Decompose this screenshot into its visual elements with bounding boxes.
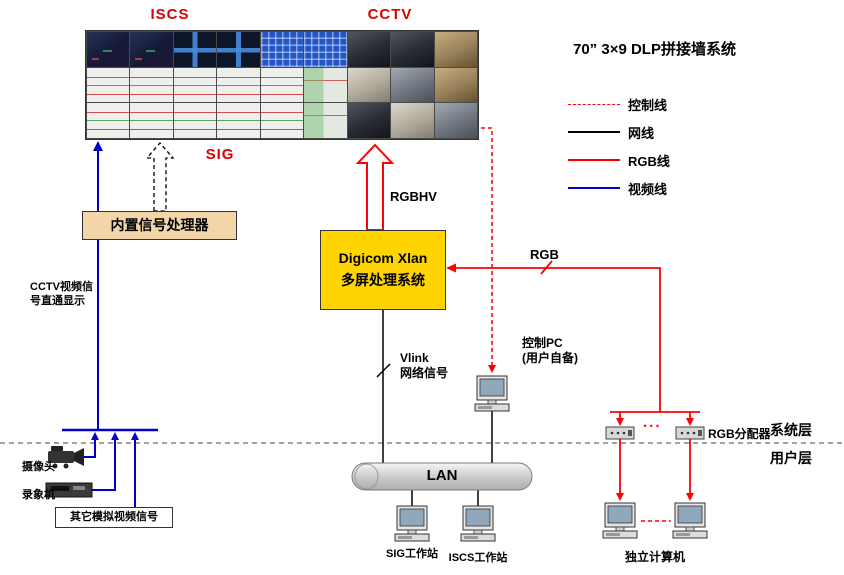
wall-screen <box>391 103 434 138</box>
wall-screen <box>304 67 347 103</box>
legend-label: 控制线 <box>628 97 668 113</box>
rgb-splitter-label: RGB分配器 <box>708 427 771 441</box>
wall-screen <box>217 67 260 103</box>
wall-screen <box>173 32 217 67</box>
legend: 控制线 网线 RGB线 视频线 <box>568 90 670 202</box>
control-pc-label-line2: (用户自备) <box>522 351 578 365</box>
page-title: 70” 3×9 DLP拼接墙系统 <box>573 41 736 58</box>
wall-screen <box>347 103 391 138</box>
wall-screen <box>434 103 477 138</box>
wall-screen <box>130 103 173 138</box>
rgbhv-feed-arrow <box>355 143 395 231</box>
wall-screen <box>260 32 304 67</box>
legend-item-video: 视频线 <box>568 174 670 202</box>
lan-label: LAN <box>426 467 458 484</box>
wall-screen <box>217 32 260 67</box>
iscs-workstation-label: ISCS工作站 <box>448 552 508 564</box>
wall-screen <box>173 103 217 138</box>
digicom-box: Digicom Xlan 多屏处理系统 <box>320 230 446 310</box>
cctv-direct-label: CCTV视频信 号直通显示 <box>30 280 93 308</box>
vlink-label-line2: 网络信号 <box>400 366 449 380</box>
legend-label: 网线 <box>628 125 655 141</box>
wall-screen <box>87 103 130 138</box>
wall-screen <box>347 32 391 67</box>
rgb-splitter-icon <box>675 426 705 440</box>
standalone-computers-label: 独立计算机 <box>624 550 685 564</box>
sig-feed-arrow <box>145 142 175 212</box>
standalone-computer-icon <box>672 502 708 539</box>
legend-item-network: 网线 <box>568 118 670 146</box>
video-wall <box>85 30 479 140</box>
wall-screen <box>434 67 477 103</box>
splitter-ellipsis: ... <box>643 414 662 431</box>
network-line-sample <box>568 131 620 133</box>
wall-label-iscs: ISCS <box>150 6 190 23</box>
legend-item-control: 控制线 <box>568 90 670 118</box>
legend-label: RGB线 <box>628 153 670 169</box>
wall-screen <box>391 67 434 103</box>
digicom-subtitle: 多屏处理系统 <box>341 272 425 288</box>
camera-label: 摄像头 <box>22 461 55 473</box>
system-layer-label: 系统层 <box>770 422 812 438</box>
wall-screen <box>304 103 347 138</box>
sig-workstation-icon <box>394 505 430 542</box>
wall-screen <box>304 32 347 67</box>
rgb-line-sample <box>568 159 620 161</box>
iscs-workstation-icon <box>460 505 496 542</box>
wall-screen <box>173 67 217 103</box>
control-pc-label: 控制PC (用户自备) <box>522 336 578 366</box>
signal-processor-box: 内置信号处理器 <box>82 211 237 240</box>
wall-label-sig: SIG <box>205 146 235 163</box>
lan-bus <box>351 462 533 491</box>
wall-screen <box>87 32 130 67</box>
wall-screen <box>434 32 477 67</box>
sig-workstation-label: SIG工作站 <box>386 548 438 560</box>
wall-screen <box>260 103 304 138</box>
rgb-lines <box>446 260 700 501</box>
video-signal-lines <box>62 141 158 508</box>
vlink-label-line1: Vlink <box>400 351 429 365</box>
camera-icon <box>48 446 84 469</box>
wall-screen <box>260 67 304 103</box>
cctv-direct-line2: 号直通显示 <box>30 295 85 307</box>
vlink-label: Vlink 网络信号 <box>400 351 448 381</box>
cctv-direct-line1: CCTV视频信 <box>30 281 93 293</box>
network-lines <box>376 310 493 506</box>
wall-screen <box>217 103 260 138</box>
wall-screen <box>87 67 130 103</box>
rgb-splitter-icon <box>605 426 635 440</box>
legend-label: 视频线 <box>628 181 668 197</box>
standalone-computer-icon <box>602 502 638 539</box>
control-pc-icon <box>474 375 510 412</box>
wall-screen <box>391 32 434 67</box>
video-line-sample <box>568 187 620 189</box>
rgb-label: RGB <box>530 247 559 262</box>
wall-screen <box>130 67 173 103</box>
legend-item-rgb: RGB线 <box>568 146 670 174</box>
wall-screen <box>347 67 391 103</box>
rgbhv-label: RGBHV <box>390 189 437 204</box>
wall-label-cctv: CCTV <box>367 6 413 23</box>
control-pc-label-line1: 控制PC <box>522 336 563 350</box>
wall-screen <box>130 32 173 67</box>
user-layer-label: 用户层 <box>770 450 812 466</box>
control-lines <box>481 127 671 522</box>
control-line-sample <box>568 103 620 105</box>
recorder-label: 录象机 <box>22 489 55 501</box>
recorder-icon <box>45 482 93 498</box>
other-video-box: 其它模拟视频信号 <box>55 507 173 528</box>
digicom-name: Digicom Xlan <box>338 250 428 266</box>
